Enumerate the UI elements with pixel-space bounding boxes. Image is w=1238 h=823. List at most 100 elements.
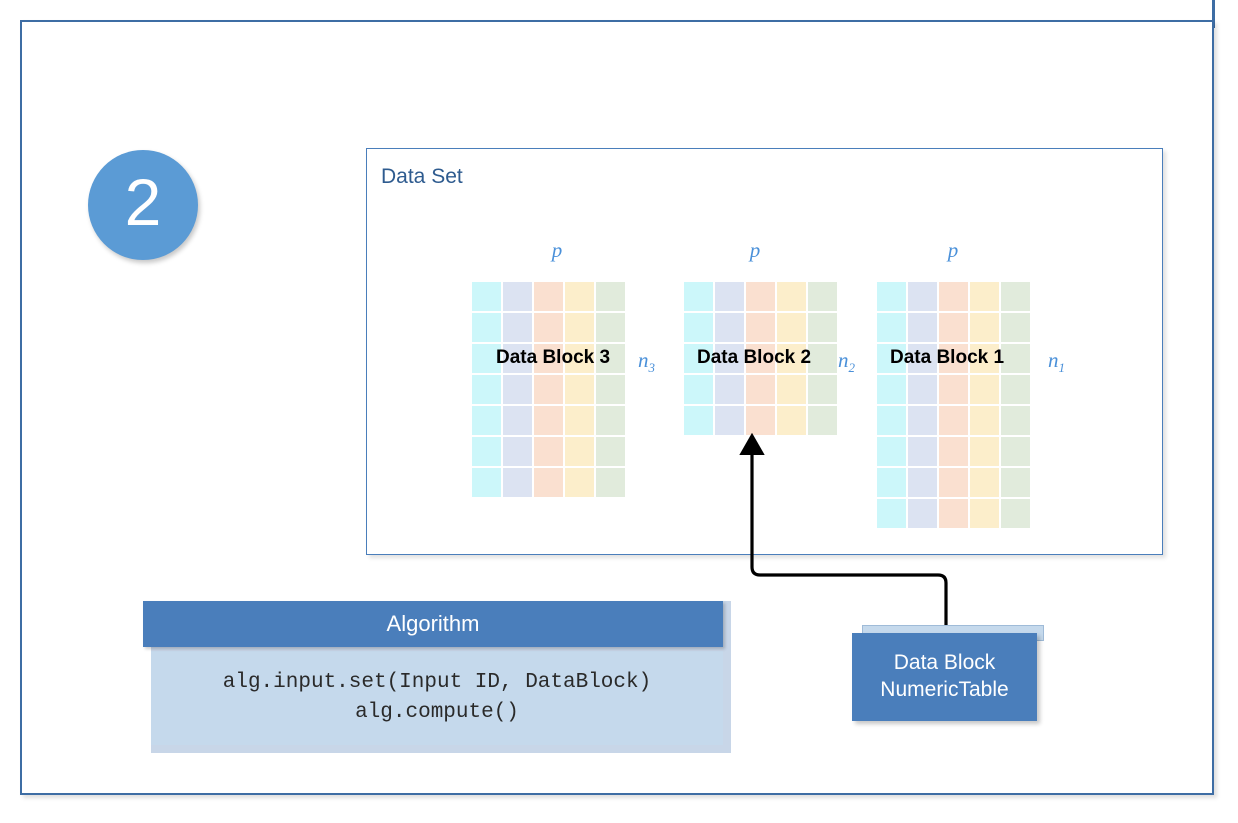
data-cell [877, 313, 906, 342]
data-cell [877, 406, 906, 435]
data-cell [877, 468, 906, 497]
data-block-1-grid [877, 282, 1030, 528]
data-cell [970, 437, 999, 466]
data-cell [808, 406, 837, 435]
data-cell [534, 313, 563, 342]
data-cell [1001, 437, 1030, 466]
data-cell [746, 282, 775, 311]
data-cell [472, 375, 501, 404]
data-cell [877, 499, 906, 528]
data-cell [808, 282, 837, 311]
data-cell [746, 313, 775, 342]
p-label-block-2: p [749, 238, 761, 262]
n-label-block-3-base: n [638, 348, 649, 372]
data-cell [596, 313, 625, 342]
data-cell [503, 406, 532, 435]
data-cell [472, 282, 501, 311]
data-cell [503, 282, 532, 311]
data-cell [565, 468, 594, 497]
data-cell [715, 406, 744, 435]
data-cell [534, 406, 563, 435]
data-cell [970, 468, 999, 497]
numerictable-label-line-1: Data Block [893, 651, 996, 675]
p-label-block-1: p [947, 238, 959, 262]
n-label-block-2-sub: 2 [848, 360, 856, 376]
data-cell [503, 375, 532, 404]
data-cell [908, 313, 937, 342]
p-label-block-3: p [551, 238, 563, 262]
step-number-badge: 2 [88, 150, 198, 260]
data-cell [939, 375, 968, 404]
data-cell [970, 313, 999, 342]
n-label-block-3-sub: 3 [648, 360, 656, 376]
data-cell [877, 344, 906, 373]
n-label-block-1-base: n [1048, 348, 1059, 372]
data-cell [534, 437, 563, 466]
data-block-2-label: Data Block 2 [697, 347, 812, 368]
data-cell [503, 437, 532, 466]
data-cell [877, 375, 906, 404]
data-block-3-grid [472, 282, 625, 497]
frame-right-edge-accent [1212, 0, 1215, 28]
data-cell [472, 437, 501, 466]
data-cell [777, 282, 806, 311]
data-cell [939, 313, 968, 342]
data-cell [1001, 406, 1030, 435]
numerictable-label-line-2: NumericTable [880, 678, 1009, 701]
data-cell [684, 406, 713, 435]
data-cell [908, 468, 937, 497]
data-cell [1001, 313, 1030, 342]
data-cell [715, 282, 744, 311]
data-cell [939, 437, 968, 466]
data-cell [596, 282, 625, 311]
algorithm-code-line-1: alg.input.set(Input ID, DataBlock) [222, 670, 652, 694]
data-cell [908, 375, 937, 404]
data-cell [715, 375, 744, 404]
data-cell [939, 468, 968, 497]
data-cell [1001, 375, 1030, 404]
data-cell [596, 375, 625, 404]
n-label-block-1: n1 [1048, 348, 1065, 376]
data-cell [908, 406, 937, 435]
data-set-title: Data Set [381, 165, 463, 188]
data-cell [503, 468, 532, 497]
step-number-label: 2 [124, 165, 162, 239]
data-cell [596, 406, 625, 435]
algorithm-code-line-2: alg.compute() [355, 701, 519, 724]
data-cell [684, 344, 713, 373]
data-block-numerictable-box: Data Block NumericTable [852, 625, 1044, 723]
data-cell [908, 499, 937, 528]
algorithm-body: alg.input.set(Input ID, DataBlock) alg.c… [151, 651, 723, 745]
n-label-block-1-sub: 1 [1058, 360, 1066, 376]
data-cell [939, 406, 968, 435]
data-cell [877, 282, 906, 311]
data-cell [939, 282, 968, 311]
algorithm-header: Algorithm [143, 601, 723, 647]
n-label-block-2-base: n [838, 348, 849, 372]
data-cell [684, 282, 713, 311]
data-cell [684, 375, 713, 404]
data-cell [970, 406, 999, 435]
data-cell [777, 313, 806, 342]
data-block-1-label: Data Block 1 [890, 347, 1005, 368]
data-cell [970, 499, 999, 528]
data-cell [777, 406, 806, 435]
data-cell [596, 344, 625, 373]
data-cell [534, 468, 563, 497]
data-cell [1001, 344, 1030, 373]
data-cell [565, 344, 594, 373]
data-cell [970, 282, 999, 311]
data-cell [565, 437, 594, 466]
data-cell [565, 406, 594, 435]
algorithm-title: Algorithm [386, 611, 480, 636]
data-cell [715, 313, 744, 342]
data-cell [1001, 468, 1030, 497]
data-cell [472, 468, 501, 497]
data-cell [684, 313, 713, 342]
data-cell [746, 375, 775, 404]
data-cell [970, 375, 999, 404]
data-cell [472, 344, 501, 373]
data-cell [908, 282, 937, 311]
data-cell [565, 282, 594, 311]
data-cell [877, 437, 906, 466]
